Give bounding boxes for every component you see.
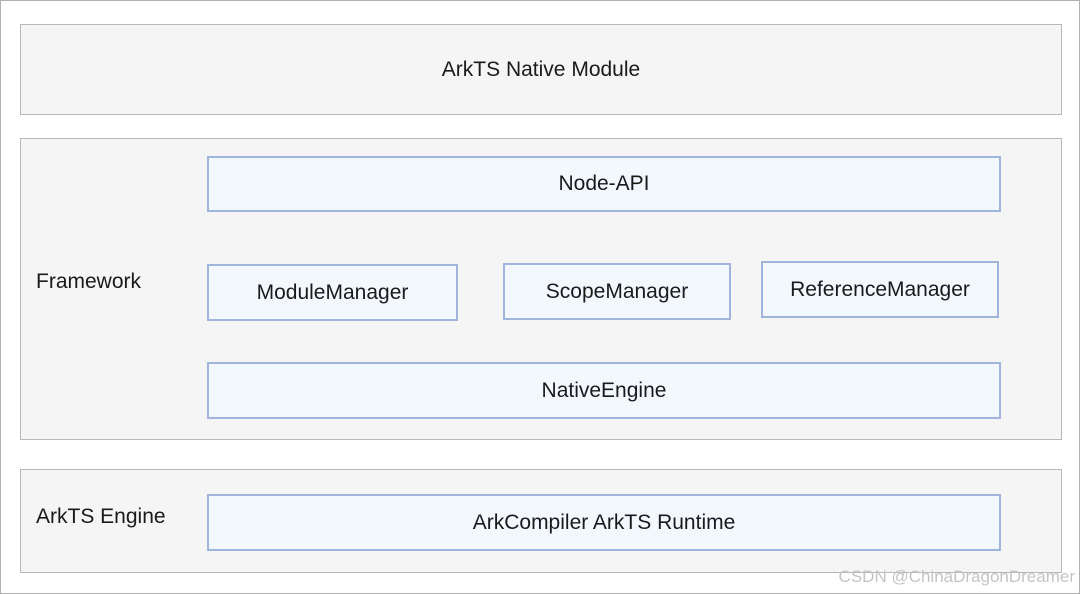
native-module-label: ArkTS Native Module [441, 58, 641, 81]
node-api-box: Node-API [207, 156, 1001, 212]
scope-manager-label: ScopeManager [545, 279, 689, 303]
reference-manager-label: ReferenceManager [790, 277, 970, 301]
module-manager-label: ModuleManager [256, 280, 409, 304]
engine-label: ArkTS Engine [36, 505, 166, 528]
framework-label: Framework [36, 270, 142, 293]
runtime-label: ArkCompiler ArkTS Runtime [472, 510, 736, 534]
engine-layer: ArkTS Engine ArkCompiler ArkTS Runtime [20, 469, 1062, 573]
framework-layer: Framework Node-API ModuleManager ScopeMa… [20, 138, 1062, 440]
node-api-label: Node-API [558, 172, 650, 195]
module-manager-box: ModuleManager [207, 264, 458, 321]
reference-manager-box: ReferenceManager [761, 261, 999, 318]
runtime-box: ArkCompiler ArkTS Runtime [207, 494, 1001, 551]
native-engine-box: NativeEngine [207, 362, 1001, 419]
native-engine-label: NativeEngine [541, 378, 667, 402]
scope-manager-box: ScopeManager [503, 263, 731, 320]
watermark: CSDN @ChinaDragonDreamer [838, 567, 1075, 586]
native-module-layer: ArkTS Native Module [20, 24, 1062, 115]
